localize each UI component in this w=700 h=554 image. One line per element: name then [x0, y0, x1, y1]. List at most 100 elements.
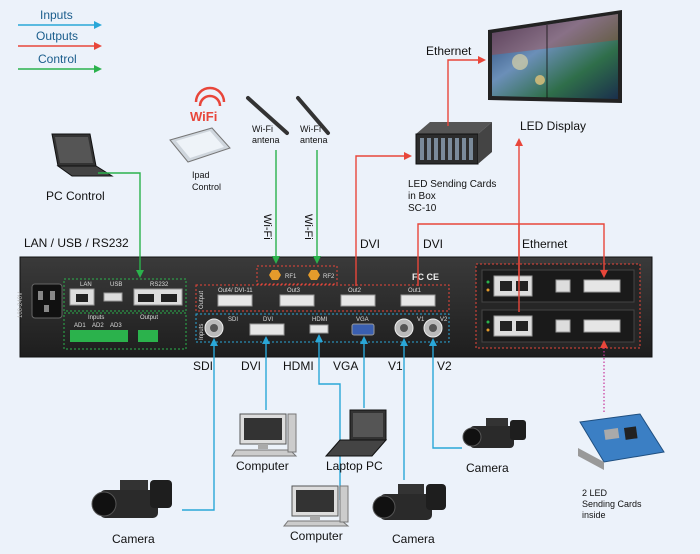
- legend-control-label: Control: [38, 52, 77, 66]
- sending-card-board-icon: [578, 413, 665, 470]
- input-side-label: Inputs: [199, 324, 205, 340]
- vga-input-port: [351, 323, 375, 336]
- wifi-vertical-2: Wi-Fi: [302, 214, 314, 240]
- wifi-vertical-1: Wi-Fi: [261, 214, 273, 240]
- dvi-out-label: DVI: [360, 237, 380, 251]
- dvi-input-port: [249, 323, 285, 336]
- laptop-pc-label: Laptop PC: [326, 459, 383, 473]
- computer-1-icon: [231, 413, 298, 457]
- led-display-label: LED Display: [520, 119, 586, 133]
- vga-port-label: VGA: [356, 317, 369, 323]
- computer-1-label: Computer: [236, 459, 289, 473]
- power-socket: [31, 283, 63, 319]
- sending-inside-label-1: 2 LED: [582, 488, 608, 498]
- ipad-label: Ipad: [192, 170, 210, 180]
- out1-label: Out1: [408, 288, 422, 294]
- output-side-label: Output: [199, 291, 205, 309]
- v2-port-label: V2: [440, 317, 448, 323]
- hdmi-port-label: HDMI: [312, 317, 328, 323]
- out4-dvi-port: [217, 294, 253, 307]
- rf2-connector: [308, 270, 320, 280]
- out2-dvi-port: [340, 294, 376, 307]
- input-label-vga: VGA: [333, 359, 358, 373]
- antenna-2-label: Wi-Fi: [300, 124, 321, 134]
- ipad-sub-label: Control: [192, 182, 221, 192]
- lan-usb-label: LAN / USB / RS232: [24, 236, 129, 250]
- ethernet-out-label: Ethernet: [522, 237, 568, 251]
- out3-label: Out3: [287, 288, 301, 294]
- camera-left-icon: [91, 480, 172, 518]
- led-sending-label-1: LED Sending Cards: [408, 179, 496, 190]
- wifi-antenna-2-icon: [296, 96, 330, 135]
- antenna-2-sub: antena: [300, 135, 328, 145]
- out1-dvi-port: [400, 294, 436, 307]
- output-line-dvi-to-box: [355, 152, 412, 286]
- rf-antenna-box: [256, 265, 338, 285]
- ad2-label: AD2: [92, 323, 104, 329]
- input-label-v2: V2: [437, 359, 452, 373]
- camera-right-label: Camera: [466, 461, 509, 475]
- video-processor-rear-panel: 100-240V LAN USB RS232 Inputs Output AD1…: [18, 256, 653, 358]
- control-port-box: [63, 278, 187, 312]
- antenna-1-label: Wi-Fi: [252, 124, 273, 134]
- camera-left-label: Camera: [112, 532, 155, 546]
- input-line-sdi: [182, 338, 218, 511]
- out3-dvi-port: [279, 294, 315, 307]
- computer-2-icon: [282, 485, 350, 527]
- legend: Inputs Outputs Control: [18, 8, 102, 73]
- certification-marks: FC CE: [412, 272, 439, 282]
- camera-bottom-label: Camera: [392, 532, 435, 546]
- audio-port-box: [63, 312, 187, 350]
- wifi-antenna-1-icon: [246, 96, 289, 135]
- wifi-logo: WiFi: [190, 86, 226, 124]
- out4-label: Out4/ DVI-11: [218, 288, 253, 294]
- output-port-row: [195, 284, 450, 312]
- sending-inside-label-3: inside: [582, 510, 606, 520]
- v1-port-label: V1: [417, 317, 425, 323]
- rf2-label: RF2: [323, 274, 335, 280]
- input-line-v2: [429, 338, 462, 449]
- ethernet-top-label: Ethernet: [426, 44, 472, 58]
- led-sending-box-icon: [415, 122, 492, 165]
- input-label-sdi: SDI: [193, 359, 213, 373]
- camera-bottom-icon: [372, 484, 446, 520]
- rs232-port-label: RS232: [150, 282, 169, 288]
- output-line-dvi-to-card: [417, 223, 608, 286]
- card1-dvi-port: [583, 279, 621, 293]
- led-display-screen: [488, 10, 622, 103]
- input-port-row: [195, 313, 450, 343]
- rf1-label: RF1: [285, 274, 297, 280]
- usb-port: [103, 292, 123, 302]
- led-sending-label-2: in Box: [408, 191, 436, 202]
- rf1-connector: [269, 270, 281, 280]
- audio-input-terminal: [70, 330, 128, 342]
- lan-port-label: LAN: [80, 282, 92, 288]
- out2-label: Out2: [348, 288, 362, 294]
- dvi-out2-label: DVI: [423, 237, 443, 251]
- input-label-v1: V1: [388, 359, 403, 373]
- camera-right-icon: [462, 418, 526, 448]
- pc-control-label: PC Control: [46, 189, 105, 203]
- card2-usb-port: [555, 319, 571, 333]
- antenna-1-sub: antena: [252, 135, 280, 145]
- led-sending-label-3: SC-10: [408, 203, 437, 214]
- legend-outputs-label: Outputs: [36, 29, 78, 43]
- card1-usb-port: [555, 279, 571, 293]
- output-line-box-to-display: [447, 56, 486, 126]
- dvi-port-label: DVI: [263, 317, 273, 323]
- ad3-label: AD3: [110, 323, 122, 329]
- wifi-logo-text: WiFi: [190, 109, 217, 124]
- audio-inputs-label: Inputs: [88, 315, 104, 321]
- input-label-hdmi: HDMI: [283, 359, 314, 373]
- ad1-label: AD1: [74, 323, 86, 329]
- control-line-pc: [98, 172, 144, 278]
- input-label-dvi: DVI: [241, 359, 261, 373]
- computer-2-label: Computer: [290, 529, 343, 543]
- sending-inside-label-2: Sending Cards: [582, 499, 642, 509]
- laptop-pc-icon: [324, 409, 388, 457]
- legend-inputs-label: Inputs: [40, 8, 73, 22]
- card2-dvi-port: [583, 319, 621, 333]
- sdi-port-label: SDI: [228, 317, 238, 323]
